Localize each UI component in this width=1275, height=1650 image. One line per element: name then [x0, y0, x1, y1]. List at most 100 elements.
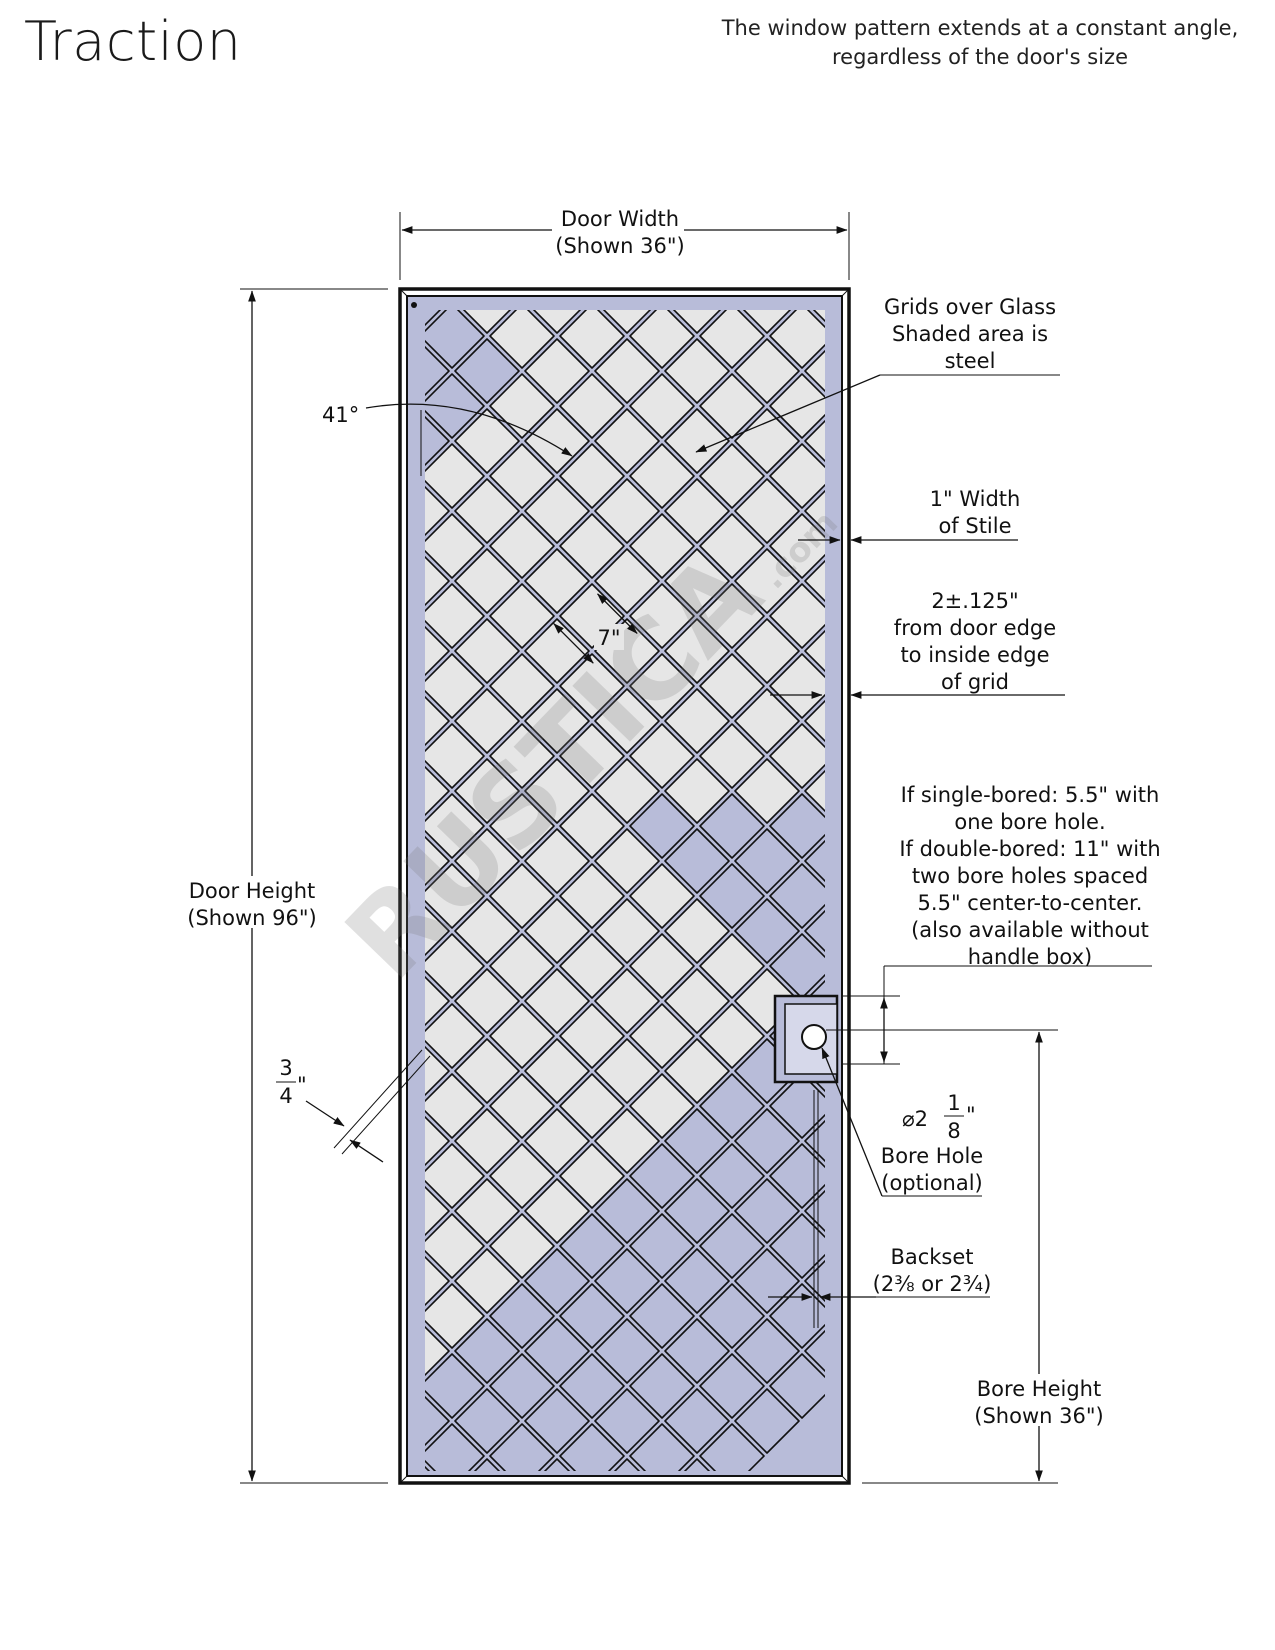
- glass-pane: [734, 688, 800, 754]
- glass-pane: [629, 1073, 695, 1139]
- bore-hole-optional: (optional): [881, 1171, 983, 1195]
- glass-pane: [629, 653, 695, 719]
- steel-pane: [629, 1353, 695, 1419]
- glass-pane: [425, 765, 450, 817]
- subtitle-line-2: regardless of the door's size: [831, 45, 1129, 69]
- glass-pane: [742, 310, 792, 334]
- glass-pane: [629, 443, 695, 509]
- glass-pane: [425, 1325, 450, 1377]
- subtitle-line-1: The window pattern extends at a constant…: [721, 16, 1239, 40]
- glass-pane: [594, 1038, 660, 1104]
- glass-pane: [425, 723, 485, 789]
- glass-pane: [699, 723, 765, 789]
- glass-pane: [734, 548, 800, 614]
- glass-pane: [629, 310, 695, 369]
- glass-pane: [425, 485, 450, 537]
- glass-pane: [425, 653, 485, 719]
- steel-pane: [699, 1283, 765, 1349]
- stile-width-line-2: of Stile: [938, 514, 1011, 538]
- bore-hole-dimension: ⌀2 1 8 " Bore Hole (optional): [821, 1047, 983, 1197]
- steel-pane: [769, 1353, 825, 1419]
- bore-options-line-7: handle box): [968, 945, 1092, 969]
- glass-pane: [629, 863, 695, 929]
- grid-panes: [425, 310, 825, 1471]
- steel-pane: [454, 1318, 520, 1384]
- glass-pane: [524, 688, 590, 754]
- glass-pane: [804, 699, 825, 743]
- steel-pane: [734, 1388, 800, 1454]
- bore-options-line-5: 5.5" center-to-center.: [918, 891, 1143, 915]
- glass-pane: [594, 688, 660, 754]
- subtitle: The window pattern extends at a constant…: [690, 14, 1270, 72]
- glass-pane: [664, 618, 730, 684]
- glass-pane: [489, 863, 555, 929]
- grid-spacing-dimension: 7": [553, 593, 638, 664]
- bore-height-value: (Shown 36"): [974, 1404, 1103, 1428]
- steel-pane: [425, 415, 450, 467]
- glass-pane: [489, 310, 555, 369]
- steel-pane: [699, 1353, 765, 1419]
- stile-width-line-1: 1" Width: [930, 487, 1021, 511]
- bore-hole-diameter-whole: ⌀2: [902, 1107, 928, 1131]
- steel-pane: [699, 1073, 765, 1139]
- glass-pane: [594, 898, 660, 964]
- glass-pane: [559, 793, 625, 859]
- angle-label: 41°: [322, 403, 359, 427]
- steel-pane: [559, 1283, 625, 1349]
- glass-pane: [425, 1115, 450, 1167]
- glass-pane: [425, 975, 450, 1027]
- steel-pane: [804, 839, 825, 883]
- steel-pane: [769, 863, 825, 929]
- glass-pane: [524, 338, 590, 404]
- glass-pane: [489, 723, 555, 789]
- glass-pane: [559, 653, 625, 719]
- steel-pane: [804, 909, 825, 953]
- steel-pane: [613, 1458, 641, 1471]
- glass-pane: [454, 548, 520, 614]
- glass-pane: [454, 618, 520, 684]
- glass-pane: [559, 1073, 625, 1139]
- glass-pane: [769, 443, 825, 509]
- steel-pane: [425, 1353, 485, 1419]
- glass-pane: [532, 310, 582, 334]
- steel-pane: [769, 1073, 825, 1139]
- steel-pane: [769, 793, 825, 859]
- steel-pane: [629, 793, 695, 859]
- glass-pane: [672, 310, 722, 334]
- glass-pane: [594, 408, 660, 474]
- glass-pane: [629, 583, 695, 649]
- glass-pane: [804, 559, 825, 603]
- bore-height-label: Bore Height: [977, 1377, 1101, 1401]
- steel-pane: [629, 1213, 695, 1279]
- steel-pane: [425, 345, 450, 397]
- glass-pane: [664, 968, 730, 1034]
- steel-pane: [699, 793, 765, 859]
- grid-edge-line-1: 2±.125": [931, 589, 1018, 613]
- steel-pane: [734, 898, 800, 964]
- glass-pane: [425, 793, 485, 859]
- bar-width-numerator: 3: [279, 1056, 292, 1080]
- glass-pane: [454, 968, 520, 1034]
- glass-pane: [489, 583, 555, 649]
- steel-pane: [524, 1388, 590, 1454]
- glass-pane: [425, 583, 485, 649]
- steel-pane: [594, 1388, 660, 1454]
- glass-pane: [769, 513, 825, 579]
- bore-options-line-4: two bore holes spaced: [912, 864, 1148, 888]
- glass-pane: [559, 933, 625, 999]
- glass-pane: [734, 478, 800, 544]
- glass-pane: [454, 478, 520, 544]
- bar-width-dimension: 3 4 ": [276, 1049, 431, 1163]
- glass-pane: [559, 1003, 625, 1069]
- glass-pane: [489, 513, 555, 579]
- glass-pane: [699, 653, 765, 719]
- bore-hole-diameter-denominator: 8: [947, 1119, 960, 1143]
- steel-pane: [699, 1213, 765, 1279]
- glass-pane: [489, 1213, 555, 1279]
- glass-pane: [454, 1038, 520, 1104]
- glass-pane: [454, 828, 520, 894]
- glass-pane: [425, 555, 450, 607]
- glass-pane: [804, 629, 825, 673]
- glass-pane: [425, 1073, 485, 1139]
